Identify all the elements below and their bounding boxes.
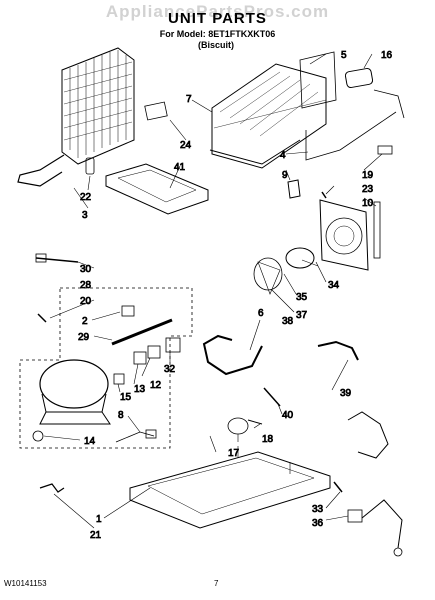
part-24	[144, 101, 168, 121]
callout-33: 33	[312, 504, 324, 515]
part-5	[299, 51, 337, 109]
callout-20: 20	[80, 296, 92, 307]
part-41-drain-pan	[105, 163, 209, 215]
part-35-fan-motor	[253, 247, 315, 295]
part-21	[39, 483, 65, 493]
callout-32: 32	[164, 364, 176, 375]
model-line: For Model: 8ET1FTKXKT06	[159, 29, 276, 39]
callout-5: 5	[341, 50, 347, 61]
watermark: AppliancePartsPros.com	[105, 2, 330, 21]
part-17	[227, 417, 249, 435]
part-3-condenser	[17, 47, 135, 187]
callout-39: 39	[340, 388, 352, 399]
callout-10: 10	[362, 198, 374, 209]
callout-14: 14	[84, 436, 96, 447]
part-2	[121, 305, 135, 317]
wiring-harness	[347, 411, 389, 459]
callout-37: 37	[296, 310, 308, 321]
callout-23: 23	[362, 184, 374, 195]
part-40	[263, 387, 281, 407]
part-19	[377, 145, 393, 155]
part-34-fan-shroud	[319, 199, 369, 271]
color-variant: (Biscuit)	[198, 40, 234, 50]
part-39	[317, 340, 359, 361]
callout-1: 1	[96, 514, 102, 525]
callout-18: 18	[262, 434, 274, 445]
part-7-evaporator	[209, 63, 327, 169]
callout-22: 22	[80, 192, 92, 203]
diagram-title: UNIT PARTS	[168, 10, 267, 27]
part-13	[133, 351, 147, 365]
callout-6: 6	[258, 308, 264, 319]
callout-41: 41	[174, 162, 186, 173]
callout-30: 30	[80, 264, 92, 275]
callout-2: 2	[82, 316, 88, 327]
part-36	[347, 509, 363, 523]
callout-13: 13	[134, 384, 146, 395]
part-12	[147, 345, 161, 359]
part-22	[85, 157, 95, 175]
callout-labels: 5 16 7 24 4 9 19 23 10 41 22 3 30 28 20 …	[78, 50, 393, 542]
callout-7: 7	[186, 94, 192, 105]
document-number: W10141153	[4, 579, 47, 588]
part-15	[113, 373, 125, 385]
callout-9: 9	[282, 170, 288, 181]
callout-28: 28	[80, 280, 92, 291]
part-10	[373, 201, 381, 259]
callout-35: 35	[296, 292, 308, 303]
part-30	[35, 257, 79, 263]
part-20	[37, 313, 47, 323]
callout-8: 8	[118, 410, 124, 421]
callout-38: 38	[282, 316, 294, 327]
callout-4: 4	[280, 150, 286, 161]
compressor	[39, 359, 111, 425]
callout-3: 3	[82, 210, 88, 221]
callout-21: 21	[90, 530, 102, 541]
callout-24: 24	[180, 140, 192, 151]
part-14	[32, 430, 44, 442]
leader-lines	[43, 53, 383, 529]
part-8	[115, 431, 155, 443]
callout-29: 29	[78, 332, 90, 343]
callout-17: 17	[228, 448, 240, 459]
callout-16: 16	[381, 50, 393, 61]
callout-12: 12	[150, 380, 162, 391]
part-4	[305, 111, 397, 161]
callout-34: 34	[328, 280, 340, 291]
part-23	[321, 191, 327, 199]
part-38	[202, 334, 263, 376]
callout-36: 36	[312, 518, 324, 529]
part-29	[111, 318, 173, 346]
part-32	[165, 337, 181, 353]
part-16	[344, 67, 374, 89]
compressor-group-outline	[19, 287, 193, 449]
part-1-base-plate	[129, 435, 331, 529]
callout-15: 15	[120, 392, 132, 403]
page-number: 7	[214, 579, 219, 588]
callout-40: 40	[282, 410, 294, 421]
part-9	[287, 179, 301, 199]
callout-19: 19	[362, 170, 374, 181]
part-33	[333, 481, 343, 493]
